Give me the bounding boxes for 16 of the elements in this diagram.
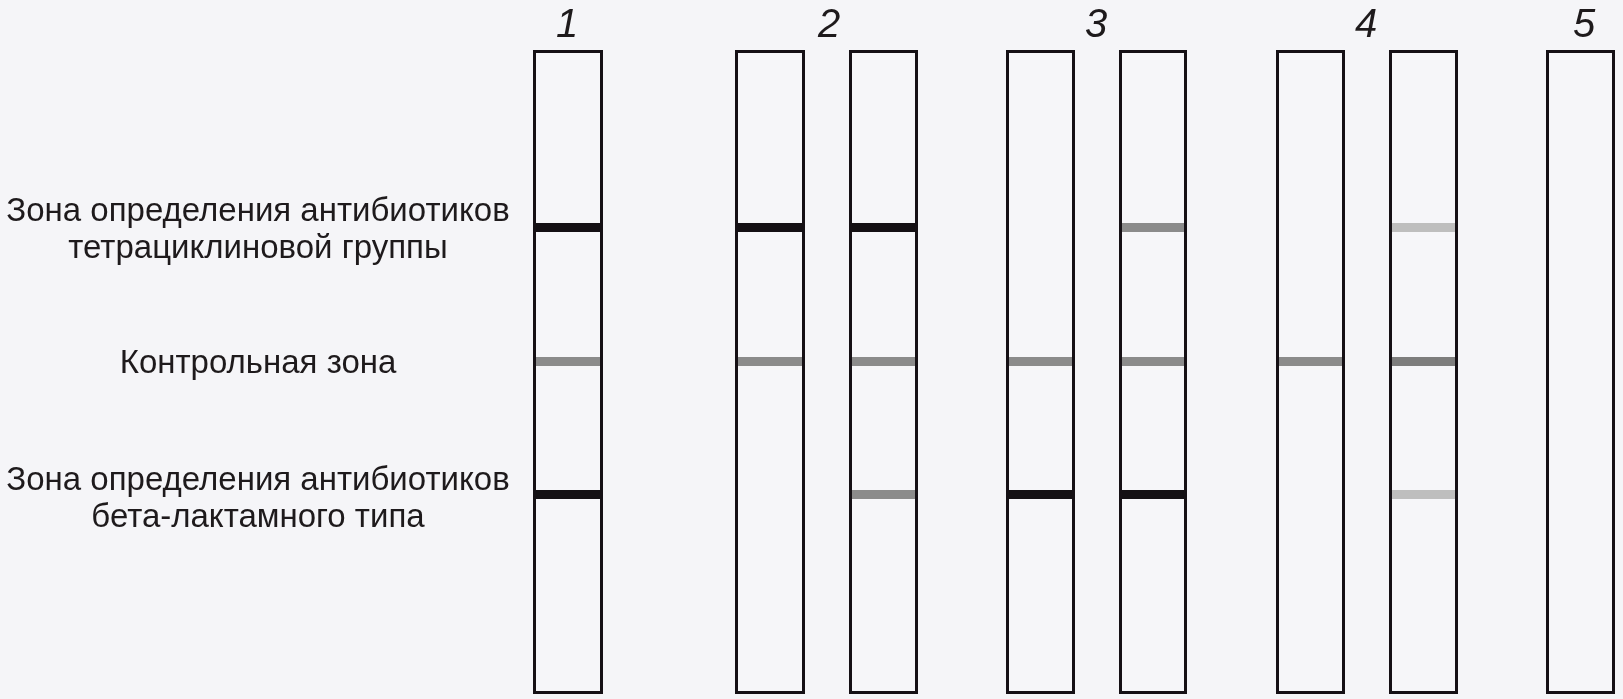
zone-label: Контрольная зона [118,343,398,381]
test-strip [1119,50,1187,694]
test-strip [1546,50,1615,694]
strip-number: 1 [554,0,580,46]
test-strip [1276,50,1345,694]
zone-label: Зона определения антибиотиков тетрациклиновой группы [5,192,511,266]
test-strip [1389,50,1458,694]
zone-label: Зона определения антибиотиков бета-лактамного типа [5,461,511,535]
strip-number: 3 [1083,0,1109,46]
strip-number: 5 [1571,0,1597,46]
test-strip [849,50,918,694]
strip-number: 2 [816,0,842,46]
strip-number: 4 [1353,0,1379,46]
test-strip [1006,50,1075,694]
test-strip [533,50,603,694]
test-strip [735,50,805,694]
